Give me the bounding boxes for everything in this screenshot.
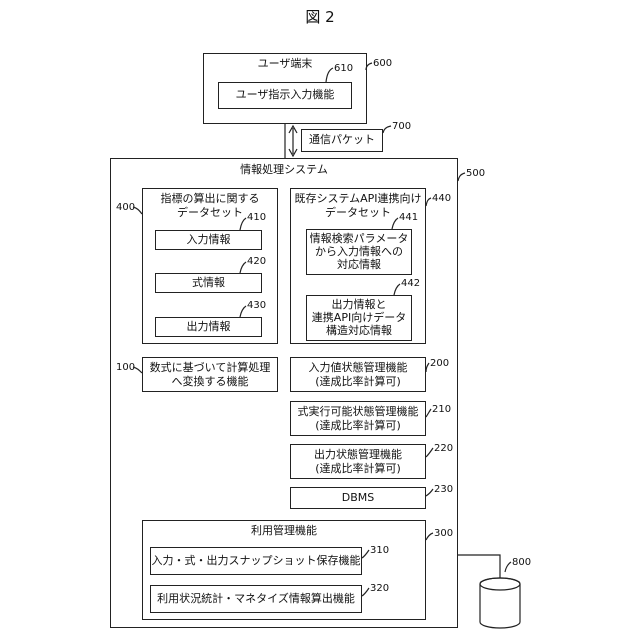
ref-610: 610	[334, 63, 353, 74]
ref-441: 441	[399, 212, 418, 223]
dataset-400-title-line1: 指標の算出に関する	[142, 192, 278, 206]
output-api-mapping-line1: 出力情報と	[306, 298, 412, 312]
ref-420: 420	[247, 256, 266, 267]
ref-400: 400	[116, 202, 135, 213]
packet-label: 通信パケット	[301, 133, 383, 147]
ref-440: 440	[432, 193, 451, 204]
dataset-440-title-line1: 既存システムAPI連携向け	[290, 192, 426, 206]
output-api-mapping-line3: 構造対応情報	[306, 324, 412, 338]
ref-100: 100	[116, 362, 135, 373]
user-input-function-label: ユーザ指示入力機能	[218, 88, 352, 102]
dbms-label: DBMS	[290, 491, 426, 505]
output-info-label: 出力情報	[155, 320, 262, 334]
search-param-mapping-line2: から入力情報への	[306, 245, 412, 259]
ref-320: 320	[370, 583, 389, 594]
ref-210: 210	[432, 404, 451, 415]
output-state-line2: (達成比率計算可)	[290, 462, 426, 476]
input-state-line2: (達成比率計算可)	[290, 375, 426, 389]
ref-220: 220	[434, 443, 453, 454]
formula-conversion-line1: 数式に基づいて計算処理	[142, 361, 278, 375]
ref-442: 442	[401, 278, 420, 289]
figure-title: 図 2	[280, 8, 360, 26]
output-state-line1: 出力状態管理機能	[290, 448, 426, 462]
search-param-mapping-line1: 情報検索パラメータ	[306, 232, 412, 246]
input-info-label: 入力情報	[155, 233, 262, 247]
ref-700: 700	[392, 121, 411, 132]
usage-stats-label: 利用状況統計・マネタイズ情報算出機能	[150, 592, 362, 606]
ref-600: 600	[373, 58, 392, 69]
ref-300: 300	[434, 528, 453, 539]
ref-310: 310	[370, 545, 389, 556]
formula-executable-state-line2: (達成比率計算可)	[290, 419, 426, 433]
ref-800: 800	[512, 557, 531, 568]
ref-200: 200	[430, 358, 449, 369]
ref-430: 430	[247, 300, 266, 311]
usage-management-title: 利用管理機能	[142, 524, 426, 538]
formula-executable-state-line1: 式実行可能状態管理機能	[290, 405, 426, 419]
search-param-mapping-line3: 対応情報	[306, 258, 412, 272]
ref-230: 230	[434, 484, 453, 495]
snapshot-save-label: 入力・式・出力スナップショット保存機能	[150, 554, 362, 568]
output-api-mapping-line2: 連携API向けデータ	[306, 311, 412, 325]
formula-info-label: 式情報	[155, 276, 262, 290]
ref-500: 500	[466, 168, 485, 179]
ref-410: 410	[247, 212, 266, 223]
system-label: 情報処理システム	[110, 163, 458, 177]
formula-conversion-line2: へ変換する機能	[142, 375, 278, 389]
input-state-line1: 入力値状態管理機能	[290, 361, 426, 375]
